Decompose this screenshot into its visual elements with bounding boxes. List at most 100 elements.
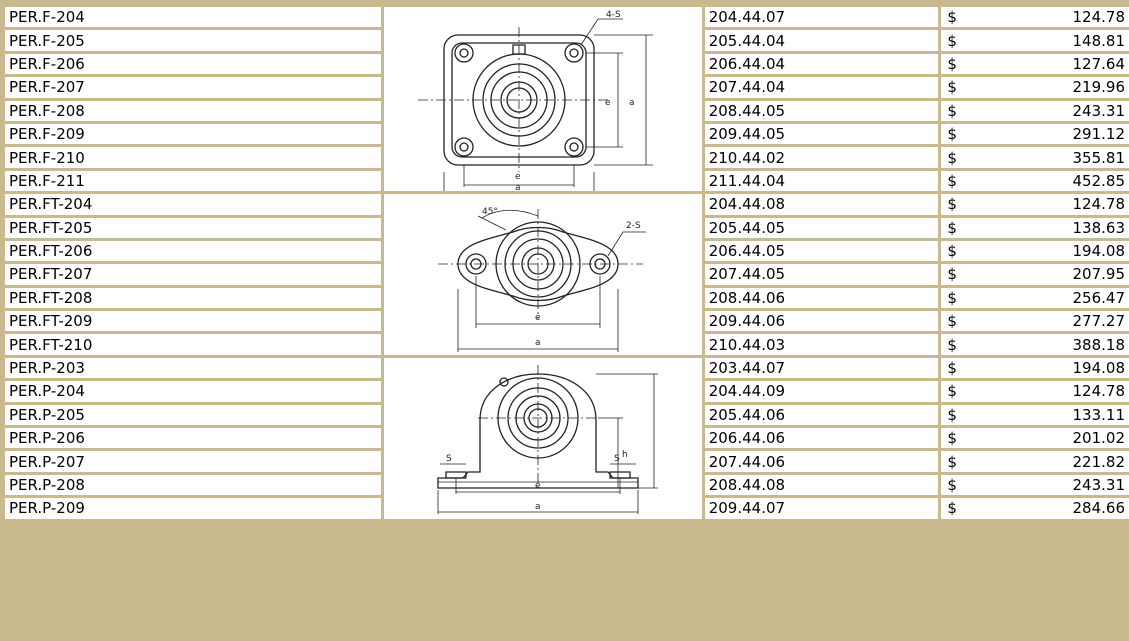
price-cell: $138.63: [941, 217, 1129, 238]
price-amount: 194.08: [1072, 359, 1126, 378]
part-code-cell: 211.44.04: [704, 170, 939, 192]
price-amount: 243.31: [1072, 476, 1126, 494]
table-row: PER.P-205 205.44.06 $133.11: [5, 404, 1129, 426]
pillow-block-bearing-drawing: S S h e a: [418, 360, 668, 516]
part-code-cell: 205.44.05: [704, 217, 939, 238]
model-cell: PER.FT-207: [5, 264, 381, 285]
price-amount: 201.02: [1072, 429, 1126, 448]
model-cell: PER.P-203: [5, 357, 381, 379]
currency-symbol: $: [947, 125, 957, 144]
table-row: PER.P-203: [5, 357, 1129, 519]
currency-symbol: $: [947, 405, 957, 424]
price-amount: 207.95: [1072, 265, 1126, 284]
price-cell: $148.81: [941, 30, 1129, 51]
price-cell: $291.12: [941, 123, 1129, 145]
currency-symbol: $: [947, 265, 957, 284]
model-cell: PER.F-204: [5, 7, 381, 28]
currency-symbol: $: [947, 359, 957, 378]
drawing-label: a: [535, 338, 541, 348]
price-cell: $127.64: [941, 53, 1129, 75]
part-code-cell: 204.44.07: [704, 7, 939, 28]
price-amount: 452.85: [1072, 171, 1126, 190]
currency-symbol: $: [947, 101, 957, 120]
price-cell: $243.31: [941, 474, 1129, 496]
price-amount: 221.82: [1072, 452, 1126, 471]
model-cell: PER.F-205: [5, 30, 381, 51]
drawing-label: a: [535, 502, 541, 512]
drawing-label: a: [515, 183, 521, 191]
part-code-cell: 207.44.04: [704, 77, 939, 98]
price-amount: 355.81: [1072, 148, 1126, 167]
part-code-cell: 208.44.05: [704, 100, 939, 121]
part-code-cell: 205.44.06: [704, 404, 939, 426]
model-cell: PER.P-206: [5, 428, 381, 449]
part-code-cell: 209.44.05: [704, 123, 939, 145]
model-cell: PER.P-209: [5, 498, 381, 519]
currency-symbol: $: [947, 288, 957, 307]
model-cell: PER.F-207: [5, 77, 381, 98]
model-cell: PER.FT-204: [5, 194, 381, 215]
part-code-cell: 204.44.08: [704, 194, 939, 215]
oval-flange-bearing-drawing: 45° 2-S e a: [418, 207, 668, 354]
drawing-label: 4-S: [606, 10, 621, 20]
drawing-label: e: [515, 172, 521, 182]
currency-symbol: $: [947, 8, 957, 27]
price-cell: $194.08: [941, 357, 1129, 379]
currency-symbol: $: [947, 242, 957, 261]
currency-symbol: $: [947, 54, 957, 73]
part-code-cell: 210.44.02: [704, 147, 939, 168]
price-cell: $194.08: [941, 240, 1129, 262]
drawing-label: S: [446, 454, 452, 464]
currency-symbol: $: [947, 335, 957, 354]
model-cell: PER.FT-208: [5, 287, 381, 309]
model-cell: PER.P-205: [5, 404, 381, 426]
price-cell: $219.96: [941, 77, 1129, 98]
price-cell: $124.78: [941, 381, 1129, 402]
price-amount: 243.31: [1072, 101, 1126, 120]
price-amount: 194.08: [1072, 242, 1126, 261]
model-cell: PER.P-204: [5, 381, 381, 402]
price-amount: 133.11: [1072, 405, 1126, 424]
part-code-cell: 208.44.08: [704, 474, 939, 496]
price-cell: $388.18: [941, 334, 1129, 355]
price-cell: $452.85: [941, 170, 1129, 192]
price-cell: $207.95: [941, 264, 1129, 285]
model-cell: PER.F-206: [5, 53, 381, 75]
price-amount: 388.18: [1072, 335, 1126, 354]
price-amount: 256.47: [1072, 288, 1126, 307]
drawing-cell: 4-S e a e a: [383, 7, 702, 192]
price-cell: $284.66: [941, 498, 1129, 519]
price-amount: 284.66: [1072, 499, 1126, 518]
part-code-cell: 205.44.04: [704, 30, 939, 51]
model-cell: PER.FT-206: [5, 240, 381, 262]
model-cell: PER.F-208: [5, 100, 381, 121]
price-amount: 138.63: [1072, 218, 1126, 237]
part-code-cell: 207.44.05: [704, 264, 939, 285]
drawing-label: e: [605, 98, 611, 108]
price-table-body: PER.F-204: [5, 7, 1129, 519]
price-amount: 127.64: [1072, 54, 1126, 73]
currency-symbol: $: [947, 31, 957, 50]
currency-symbol: $: [947, 195, 957, 214]
price-cell: $277.27: [941, 311, 1129, 332]
part-code-cell: 206.44.05: [704, 240, 939, 262]
price-cell: $201.02: [941, 428, 1129, 449]
price-cell: $243.31: [941, 100, 1129, 121]
price-cell: $355.81: [941, 147, 1129, 168]
drawing-label: 2-S: [626, 221, 641, 231]
price-amount: 148.81: [1072, 31, 1126, 50]
model-cell: PER.FT-209: [5, 311, 381, 332]
table-row: PER.F-207 207.44.04$219.96: [5, 77, 1129, 98]
drawing-cell: S S h e a: [383, 357, 702, 519]
